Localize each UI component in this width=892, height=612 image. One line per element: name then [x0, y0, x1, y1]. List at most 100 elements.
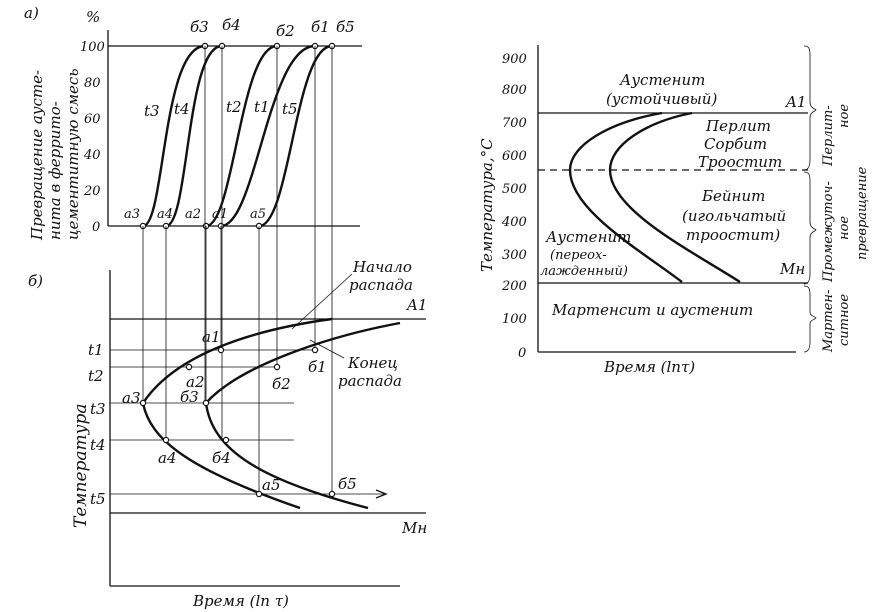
start-point-labels: а3 а4 а2 а1 а5 [124, 207, 266, 222]
temp-label: t4 [90, 436, 106, 454]
point-label: а5 [250, 207, 266, 222]
panel-a: а) % Превращение аусте- нита в феррито- … [24, 4, 362, 241]
end-curve [204, 321, 401, 510]
panel-b: б) Температура Время (ln τ) A1 Мн t1 t2 … [28, 258, 427, 610]
marker [202, 399, 210, 407]
panel-c-start-curve [568, 111, 683, 283]
region-bainite-sub-1: (игольчатый [682, 207, 786, 225]
region-austenite-super-2: (переох- [550, 248, 607, 263]
marker [328, 490, 336, 498]
panel-a-tick: 60 [84, 112, 101, 127]
region-austenite-stable-2: (устойчивый) [606, 90, 717, 108]
point-label: а4 [157, 207, 173, 222]
point-label: а4 [158, 449, 177, 467]
region-bainite-sub-2: троостит) [686, 226, 780, 244]
marker [311, 346, 319, 354]
panel-b-markers [139, 346, 336, 498]
curve-t2 [205, 44, 278, 228]
marker [217, 346, 225, 354]
panel-a-tick: 100 [80, 40, 105, 55]
point-label: б3 [190, 18, 209, 36]
panel-c-mn-label: Мн [779, 260, 805, 278]
curve-label: t4 [174, 100, 190, 118]
brace-martensite [803, 285, 817, 353]
brace-martensite-label-2: ситное [837, 294, 852, 346]
brace-intermediate-label-2: ное [837, 216, 852, 240]
panel-c-tick: 200 [501, 279, 527, 294]
point-label: а3 [122, 389, 141, 407]
brace-pearlite-label-1: Перлит- [821, 105, 836, 167]
panel-c-tick: 500 [502, 182, 527, 197]
temp-label: t3 [90, 400, 106, 418]
panel-a-unit: % [86, 8, 100, 26]
curve-label: t5 [282, 100, 298, 118]
panel-b-point-labels: а1 б1 а2 б2 а3 б3 а4 б4 а5 б5 [122, 328, 357, 494]
brace-transform-label: превращение [855, 166, 870, 260]
brace-labels: Перлит- ное Промежуточ- ное превращение … [821, 104, 870, 353]
temp-labels: t1 t2 t3 t4 t5 [88, 341, 106, 508]
panel-c-tick: 900 [502, 52, 527, 67]
temp-label: t5 [90, 490, 106, 508]
region-troostite: Троостит [698, 153, 782, 171]
panel-c: Температура,°С Время (lnτ) 900 800 700 6… [478, 45, 870, 376]
curve-t5 [258, 44, 333, 228]
brace-intermediate [803, 171, 817, 285]
point-label: б1 [308, 358, 327, 376]
point-label: б1 [311, 18, 330, 36]
region-austenite-super-1: Аустенит [545, 228, 631, 246]
brace-pearlite [803, 45, 817, 171]
panel-c-tick: 300 [502, 248, 527, 263]
mn-line-label: Мн [401, 519, 427, 537]
marker [162, 436, 170, 444]
panel-c-ylabel: Температура,°С [478, 138, 496, 272]
curve-label: t1 [254, 98, 270, 116]
panel-c-a1-label: A1 [784, 93, 806, 111]
panel-a-label: а) [24, 4, 39, 22]
region-bainite: Бейнит [701, 187, 765, 205]
point-label: б2 [276, 22, 295, 40]
projection-lines [142, 46, 333, 494]
marker [139, 399, 147, 407]
panel-c-xlabel: Время (lnτ) [603, 358, 695, 376]
point-label: б4 [222, 16, 241, 34]
point-label: а1 [212, 207, 228, 222]
start-curve-leader [291, 273, 353, 330]
panel-b-xlabel: Время (ln τ) [192, 592, 289, 610]
marker [222, 436, 230, 444]
panel-b-ylabel: Температура [71, 403, 91, 528]
panel-c-region-labels: Аустенит (устойчивый) Перлит Сорбит Троо… [540, 71, 786, 319]
curve-label: t2 [226, 98, 242, 116]
brace-intermediate-label-1: Промежуточ- [821, 181, 836, 283]
panel-a-tick: 80 [84, 76, 101, 91]
panel-b-label: б) [28, 272, 43, 290]
temp-label: t1 [88, 341, 104, 359]
point-label: а1 [202, 328, 221, 346]
panel-c-tick: 400 [501, 215, 527, 230]
curve-t1 [220, 44, 316, 228]
marker [185, 363, 193, 371]
panel-c-tick: 100 [502, 312, 527, 327]
panel-a-tick: 40 [83, 148, 101, 163]
panel-a-tick: 0 [92, 220, 100, 235]
end-curve-label-2: распада [338, 372, 402, 390]
panel-a-ylabel-3: цементитную смесь [64, 69, 82, 240]
region-austenite-super-3: лажденный) [540, 264, 628, 279]
point-label: а3 [124, 207, 140, 222]
panel-c-tick: 600 [502, 149, 527, 164]
region-sorbite: Сорбит [704, 135, 767, 153]
panel-c-tick: 700 [502, 116, 527, 131]
panel-c-tick: 800 [502, 83, 527, 98]
panel-a-ticks: 100 80 60 40 20 0 [80, 40, 105, 235]
end-curve-label-1: Конец [347, 354, 398, 372]
start-curve-label-2: распада [349, 276, 413, 294]
end-point-labels: б3 б4 б2 б1 б5 [190, 16, 355, 40]
marker [273, 363, 281, 371]
region-martensite: Мартенсит и аустенит [551, 301, 753, 319]
marker [255, 490, 263, 498]
curve-t3 [142, 44, 206, 228]
brace-pearlite-label-2: ное [837, 104, 852, 128]
temp-label: t2 [88, 367, 104, 385]
panel-c-ticks: 900 800 700 600 500 400 300 200 100 0 [501, 52, 527, 361]
